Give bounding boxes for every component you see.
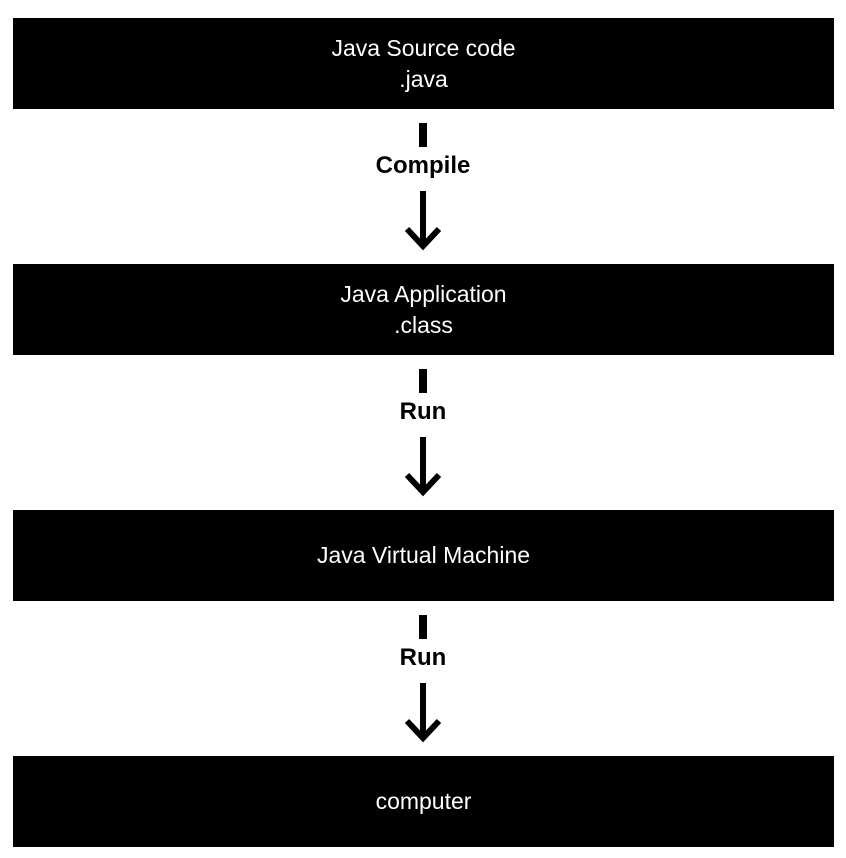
node-title: Java Source code	[331, 34, 516, 61]
edge-label: Run	[399, 398, 447, 425]
connector-dash	[419, 123, 427, 147]
edge-run-jvm: Run	[373, 601, 473, 756]
node-java-source-code: Java Source code .java	[13, 18, 834, 109]
edge-label: Run	[399, 644, 447, 671]
node-java-virtual-machine: Java Virtual Machine	[13, 510, 834, 601]
node-extension: .class	[394, 311, 453, 338]
down-arrow-icon	[404, 437, 442, 497]
node-title: Java Virtual Machine	[316, 542, 531, 568]
node-title: computer	[375, 788, 472, 814]
node-title: Java Application	[340, 280, 507, 307]
edge-run-application: Run	[373, 355, 473, 510]
edge-label: Compile	[375, 152, 471, 179]
connector-dash	[419, 369, 427, 393]
edge-compile: Compile	[373, 109, 473, 264]
down-arrow-icon	[404, 191, 442, 251]
node-java-application: Java Application .class	[13, 264, 834, 355]
down-arrow-icon	[404, 683, 442, 743]
node-extension: .java	[399, 65, 448, 92]
node-computer: computer	[13, 756, 834, 847]
connector-dash	[419, 615, 427, 639]
